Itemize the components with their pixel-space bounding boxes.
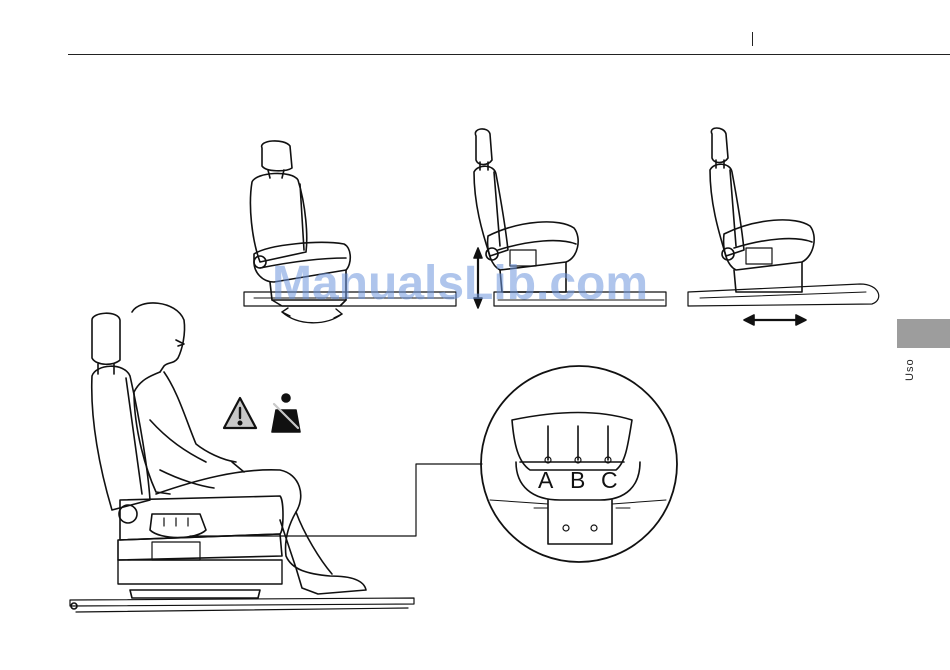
seatbelt-icon [272,394,300,432]
watermark: ManualsLib.com [272,256,648,311]
seat-with-occupant [70,303,482,612]
label-b: B [570,467,585,494]
seat-slide-figure [688,128,879,325]
warning-triangle-icon [224,398,256,428]
label-a: A [538,467,553,494]
detail-magnifier [481,366,677,562]
label-c: C [601,467,618,494]
